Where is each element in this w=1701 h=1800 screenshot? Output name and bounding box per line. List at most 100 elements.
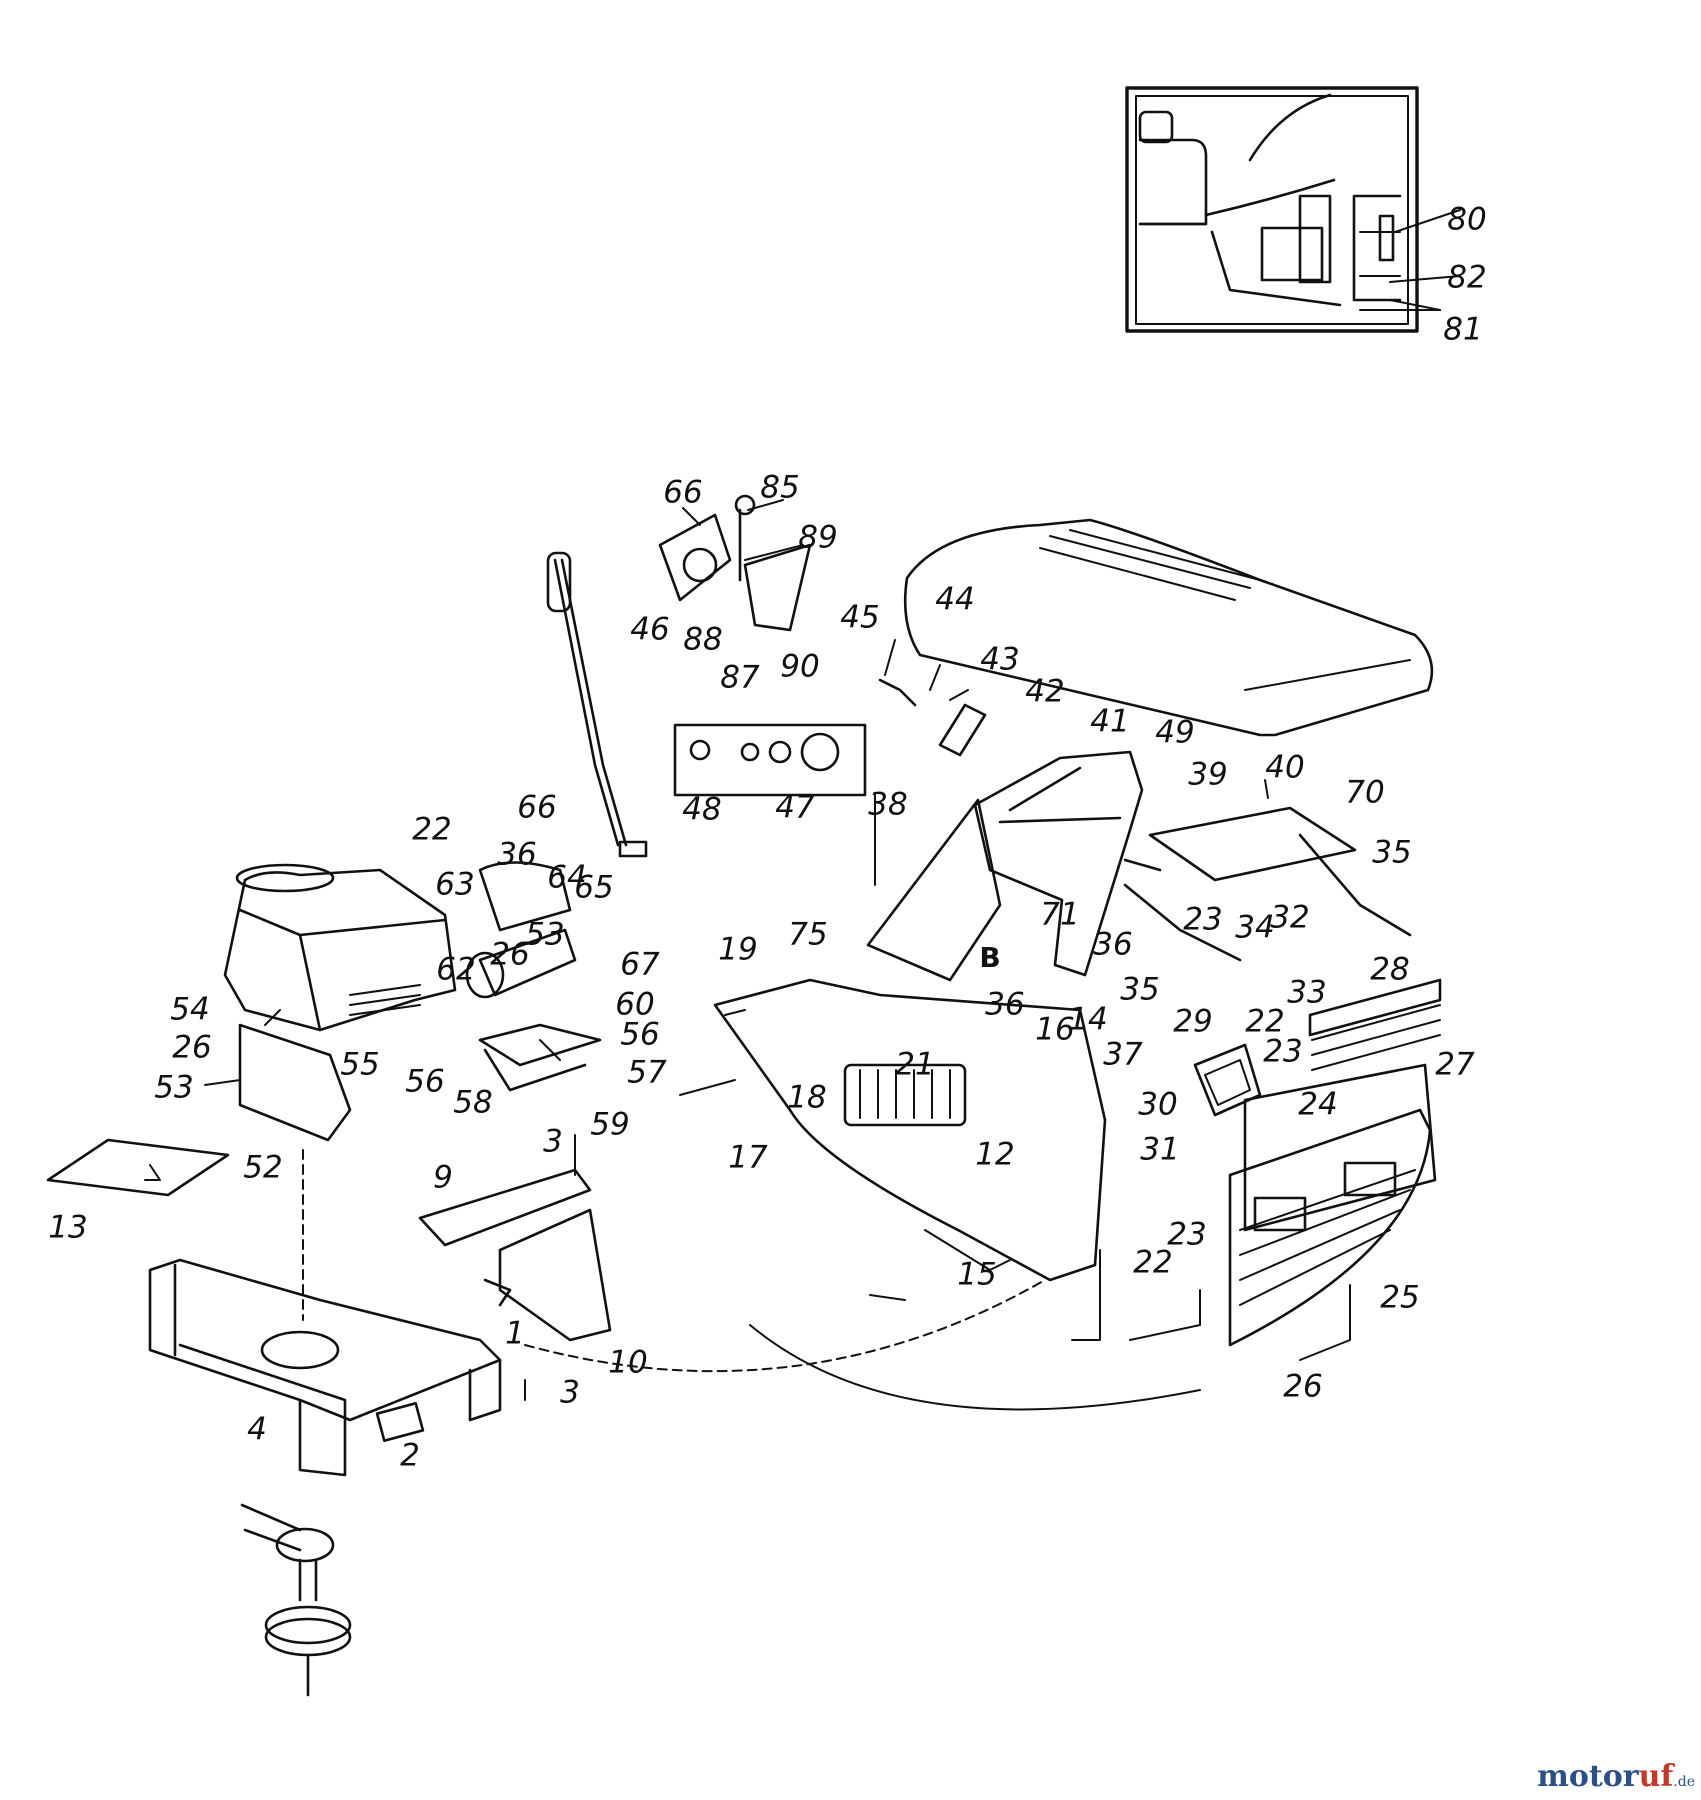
- front-panel-part: [713, 978, 1107, 1282]
- part-callout: 1: [505, 1315, 525, 1352]
- part-callout: 71: [1040, 896, 1080, 933]
- part-callout: 53: [525, 916, 565, 953]
- part-callout: 4: [247, 1411, 267, 1448]
- part-callout: 49: [1155, 714, 1195, 751]
- engine-part: [223, 863, 457, 1032]
- part-callout: 28: [1370, 951, 1410, 988]
- part-callout: 22: [1133, 1244, 1173, 1281]
- part-callout: 35: [1372, 834, 1412, 871]
- part-callout: 42: [1025, 673, 1065, 710]
- part-callout: 45: [840, 599, 880, 636]
- part-callout: 10: [608, 1344, 648, 1381]
- part-callout: 24: [1298, 1086, 1338, 1123]
- part-callout: 63: [435, 866, 475, 903]
- part-callout: 33: [1287, 974, 1327, 1011]
- part-callout: 56: [620, 1016, 660, 1053]
- part-callout: 13: [48, 1209, 88, 1246]
- engine-plate-part: [46, 1138, 230, 1197]
- part-callout: 48: [682, 791, 722, 828]
- throttle-control-parts: [658, 494, 987, 797]
- part-callout: 21: [895, 1046, 935, 1083]
- part-callout: 14: [1068, 1001, 1108, 1038]
- part-callout: 65: [574, 869, 614, 906]
- part-callout: 34: [1235, 909, 1275, 946]
- part-callout: 36: [1093, 926, 1133, 963]
- part-callout: 70: [1345, 774, 1385, 811]
- part-callout: 39: [1188, 756, 1228, 793]
- part-callout: 32: [1270, 899, 1310, 936]
- hood-support-bracket: [1123, 806, 1412, 962]
- part-callout: 90: [780, 648, 820, 685]
- part-callout: 85: [760, 469, 800, 506]
- part-callout: 30: [1138, 1086, 1178, 1123]
- inset-detail-view: [1125, 86, 1461, 333]
- part-callout: 36: [497, 836, 537, 873]
- part-callout: 26: [490, 936, 530, 973]
- part-callout: 18: [787, 1079, 827, 1116]
- grille-part: [1228, 978, 1442, 1347]
- part-callout: 75: [788, 916, 828, 953]
- chassis-frame: [148, 1258, 502, 1477]
- part-callout: 15: [957, 1256, 997, 1293]
- part-callout: 89: [798, 519, 838, 556]
- part-callout: 64: [547, 859, 587, 896]
- dashboard-part: [866, 750, 1144, 982]
- heat-shield-part: [238, 1023, 352, 1142]
- part-callout: 31: [1140, 1131, 1180, 1168]
- part-callout: 26: [1283, 1368, 1323, 1405]
- steering-shaft: [546, 551, 648, 858]
- headlight-part: [1193, 1043, 1262, 1117]
- part-callout: 25: [1380, 1279, 1420, 1316]
- part-callout: 23: [1183, 901, 1223, 938]
- part-callout: 87: [720, 659, 760, 696]
- part-callout: 22: [412, 811, 452, 848]
- part-callout: 36: [985, 986, 1025, 1023]
- part-callout: 40: [1265, 749, 1305, 786]
- part-callout: 66: [663, 474, 703, 511]
- brand-part-3: .de: [1673, 1774, 1695, 1790]
- part-callout: 12: [975, 1136, 1015, 1173]
- pulley-assembly: [240, 1503, 352, 1697]
- part-callout: 43: [980, 641, 1020, 678]
- part-callout: 56: [405, 1063, 445, 1100]
- part-callout: 58: [453, 1084, 493, 1121]
- part-callout: 37: [1103, 1036, 1143, 1073]
- part-callout: 55: [340, 1046, 380, 1083]
- part-callout: 66: [517, 789, 557, 826]
- part-callout: 53: [154, 1069, 194, 1106]
- part-callout: 44: [935, 581, 975, 618]
- leader-lines: [204, 231, 1441, 1411]
- brand-watermark: motoruf.de: [1537, 1759, 1695, 1794]
- part-callout: 67: [620, 946, 660, 983]
- part-callout: 16: [1035, 1011, 1075, 1048]
- part-callout: 59: [590, 1106, 630, 1143]
- part-callout: 26: [172, 1029, 212, 1066]
- brand-part-1: motor: [1537, 1759, 1639, 1794]
- part-callout: 82: [1447, 259, 1487, 296]
- part-callout: 57: [627, 1054, 667, 1091]
- part-callout: 80: [1447, 201, 1487, 238]
- part-callout: 62: [436, 951, 476, 988]
- part-callout: 27: [1435, 1046, 1475, 1083]
- hood-part: [903, 518, 1434, 737]
- part-callout: 60: [615, 986, 655, 1023]
- part-callout: 2: [400, 1437, 420, 1474]
- part-callout: 23: [1263, 1033, 1303, 1070]
- part-callout: 52: [243, 1149, 283, 1186]
- part-callout: 81: [1443, 311, 1483, 348]
- part-callout: 3: [560, 1374, 580, 1411]
- muffler-part: [465, 861, 602, 1092]
- part-callout: 46: [630, 611, 670, 648]
- part-callout: 47: [775, 789, 815, 826]
- part-callout: 35: [1120, 971, 1160, 1008]
- part-callout: 88: [683, 621, 723, 658]
- part-callout: 23: [1167, 1216, 1207, 1253]
- part-callout: 54: [170, 991, 210, 1028]
- part-callout: B: [979, 941, 1001, 974]
- mounting-brackets: [418, 1168, 612, 1342]
- part-callout: 19: [718, 931, 758, 968]
- part-callout: 3: [543, 1123, 563, 1160]
- part-callout: 29: [1173, 1003, 1213, 1040]
